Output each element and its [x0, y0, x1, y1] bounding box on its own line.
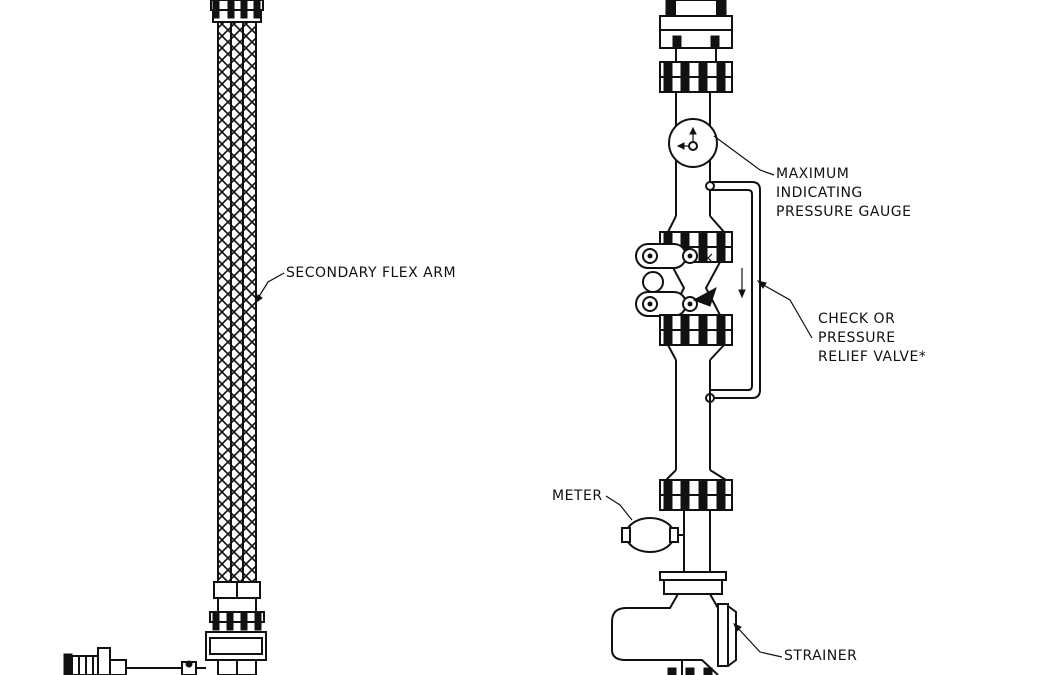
valve-label-line1: CHECK OR	[818, 311, 896, 327]
gauge-label-line2: INDICATING	[776, 185, 863, 201]
pressure-gauge	[668, 118, 718, 168]
bypass-line	[705, 181, 761, 403]
valve-label-line2: PRESSURE	[818, 330, 896, 346]
flex-arm-top-flange	[210, 0, 264, 23]
meter-label: METER	[552, 488, 603, 504]
flange-3	[659, 314, 733, 361]
valve-body	[635, 243, 722, 317]
flange-4	[659, 469, 733, 511]
gauge-label-line1: MAXIMUM	[776, 166, 850, 182]
strainer-leader	[735, 625, 783, 658]
valve-label-line3: RELIEF VALVE*	[818, 349, 927, 365]
valve-leader	[759, 282, 813, 339]
meter-leader	[605, 495, 633, 521]
meter	[621, 517, 684, 553]
flex-arm-bottom-fittings	[205, 581, 267, 675]
strainer-label: STRAINER	[784, 648, 858, 664]
gauge-leader	[713, 135, 775, 176]
strainer	[611, 593, 737, 675]
flex-arm-label: SECONDARY FLEX ARM	[286, 265, 457, 281]
flange-1	[659, 61, 733, 93]
nozzle-assembly	[63, 647, 206, 675]
braided-hose	[217, 21, 257, 583]
meter-riser	[605, 0, 813, 675]
secondary-flex-arm	[63, 0, 285, 675]
gauge-label-line3: PRESSURE GAUGE	[776, 204, 912, 220]
